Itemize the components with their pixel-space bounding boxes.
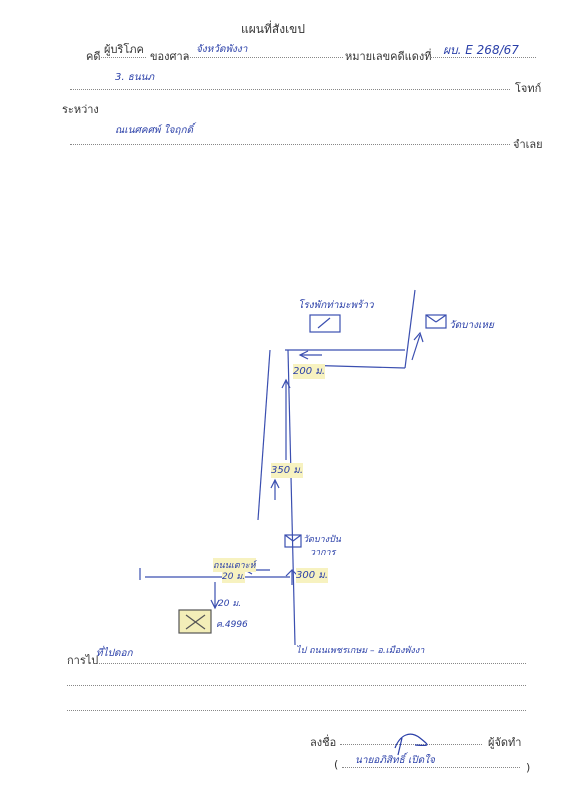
distance-300: 300 ม. [296, 568, 329, 583]
directions-value: ที่ไปดอก [96, 648, 133, 659]
case-label: คดี [86, 50, 101, 63]
red-case-number: ผบ. E 268/67 [443, 43, 519, 57]
mid-landmark-sub-label: วาการ [310, 548, 336, 558]
top-right-landmark-label: วัดบางเหย [449, 320, 494, 331]
between-label: ระหว่าง [62, 103, 99, 116]
side-distance: 20 ม. [222, 569, 246, 583]
house-label: ค.4996 [216, 620, 248, 630]
main-road [287, 349, 296, 646]
case-type: ผู้บริโภค [104, 43, 144, 56]
police-station-icon [309, 314, 341, 333]
maker-name: นายอภิสิทธิ์ เปิดใจ [355, 755, 435, 766]
temple-mid-icon [284, 534, 302, 548]
signature-label: ลงชื่อ [310, 736, 337, 749]
maker-label: ผู้จัดทำ [488, 736, 522, 749]
mid-landmark-label: วัดบางปัน [303, 535, 341, 545]
red-case-label: หมายเลขคดีแดงที่ [345, 50, 432, 63]
main-road-left-edge [257, 349, 271, 521]
top-landmark-label: โรงพักท่ามะพร้าว [298, 300, 374, 311]
bottom-direction: ไป ถนนเพชรเกษม – อ.เมืองพังงา [296, 646, 425, 656]
plaintiff-label: โจทก์ [515, 82, 542, 95]
map-title: แผนที่สังเขป [241, 22, 305, 36]
defendant-label: จำเลย [513, 138, 543, 151]
plaintiff-name: 3. ธนนภ [115, 72, 155, 83]
directions-label: การไป [67, 654, 99, 667]
right-road [404, 289, 416, 369]
court-label: ของศาล [150, 50, 190, 63]
defendant-name: ณเนศคศพ์ ใจฤกดิ์ [115, 125, 194, 136]
temple-icon [425, 314, 447, 329]
court-name: จังหวัดพังงา [196, 44, 248, 55]
distance-350: 350 ม. [271, 463, 304, 478]
distance-200: 200 ม. [293, 364, 326, 379]
side-road-label: ถนนเตาะห์ [213, 558, 256, 572]
distance-20: 20 ม. [218, 599, 242, 609]
close-paren: ) [526, 761, 531, 774]
open-paren: ( [334, 758, 339, 771]
